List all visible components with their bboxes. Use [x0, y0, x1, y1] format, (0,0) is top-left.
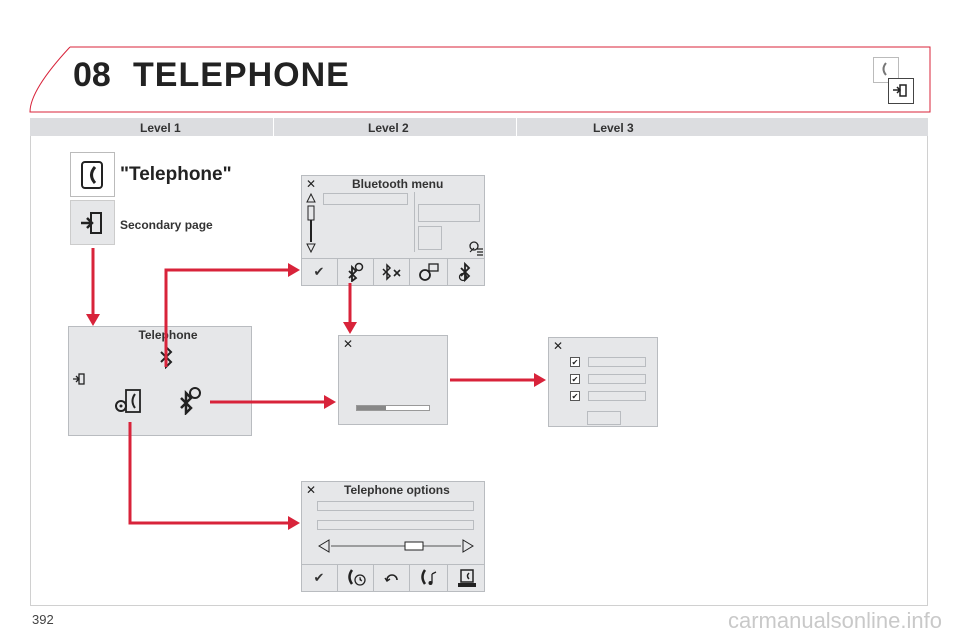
exit-icon [888, 78, 914, 104]
info-field [418, 204, 480, 222]
preview-box [418, 226, 442, 250]
close-icon[interactable]: ✕ [306, 483, 317, 497]
levels-divider [516, 118, 517, 136]
telephone-label: "Telephone" [120, 164, 232, 185]
telephone-options-title: Telephone options [344, 483, 450, 497]
search-list-icon[interactable] [468, 240, 484, 256]
progress-bar [356, 405, 430, 411]
call-history-button[interactable] [337, 564, 374, 592]
ringtone-button[interactable] [409, 564, 448, 592]
bluetooth-device-button[interactable] [447, 258, 486, 286]
checkbox-row[interactable]: ✔ [570, 357, 646, 367]
levels-divider [273, 118, 274, 136]
bluetooth-search-icon [348, 262, 364, 282]
refresh-icon [384, 574, 398, 582]
level-2-label: Level 2 [368, 121, 409, 135]
bluetooth-toolbar [301, 258, 485, 286]
telephone-glyph-icon [882, 62, 887, 76]
ringtone-icon [421, 569, 437, 585]
checkbox[interactable]: ✔ [570, 391, 580, 401]
refresh-button[interactable] [373, 564, 410, 592]
bluetooth-search-icon[interactable] [178, 385, 206, 415]
telephone-panel [68, 326, 252, 436]
checkbox-field [588, 357, 646, 367]
contacts-memory-icon [458, 569, 476, 587]
secondary-page-icon [81, 212, 102, 234]
checkbox-field [588, 391, 646, 401]
checkbox-row[interactable]: ✔ [570, 374, 646, 384]
confirm-button[interactable]: ✔ [313, 264, 325, 279]
checkbox[interactable]: ✔ [570, 357, 580, 367]
checkbox[interactable]: ✔ [570, 374, 580, 384]
option-field[interactable] [317, 501, 474, 511]
list-scrollbar[interactable] [305, 192, 317, 254]
ok-button[interactable] [587, 411, 621, 425]
header-frame [29, 46, 931, 113]
panel-divider [414, 192, 415, 252]
telephone-handset-icon [81, 161, 103, 189]
exit-icon[interactable] [72, 372, 86, 386]
watermark: carmanualsonline.info [727, 608, 942, 633]
option-field[interactable] [317, 520, 474, 530]
telephone-options-toolbar [301, 564, 485, 592]
bluetooth-settings-icon [419, 263, 439, 281]
progress-fill [357, 406, 386, 410]
telephone-settings-icon[interactable] [112, 388, 144, 416]
bluetooth-menu-title: Bluetooth menu [352, 177, 444, 191]
checkbox-field [588, 374, 646, 384]
contacts-memory-button[interactable] [447, 564, 486, 592]
call-history-icon [348, 569, 366, 586]
bluetooth-settings-button[interactable] [409, 258, 448, 286]
bluetooth-device-icon [458, 262, 471, 282]
secondary-page-label: Secondary page [120, 218, 213, 232]
bluetooth-disconnect-button[interactable] [373, 258, 410, 286]
bluetooth-search-button[interactable] [337, 258, 374, 286]
exit-glyph-icon [893, 84, 907, 97]
chapter-number: 08 [73, 56, 111, 94]
telephone-panel-title: Telephone [138, 328, 198, 342]
confirm-button[interactable]: ✔ [313, 570, 325, 585]
levels-bar [30, 118, 928, 136]
device-list-field [323, 193, 408, 205]
bluetooth-disconnect-icon [382, 263, 401, 281]
page-title: TELEPHONE [133, 56, 350, 94]
close-icon[interactable]: ✕ [306, 177, 317, 191]
level-3-label: Level 3 [593, 121, 634, 135]
content-frame [30, 136, 928, 606]
close-icon[interactable]: ✕ [343, 337, 354, 351]
volume-slider[interactable] [317, 538, 475, 554]
page-number: 392 [32, 612, 54, 627]
close-icon[interactable]: ✕ [553, 339, 564, 353]
checkbox-row[interactable]: ✔ [570, 391, 646, 401]
level-1-label: Level 1 [140, 121, 181, 135]
